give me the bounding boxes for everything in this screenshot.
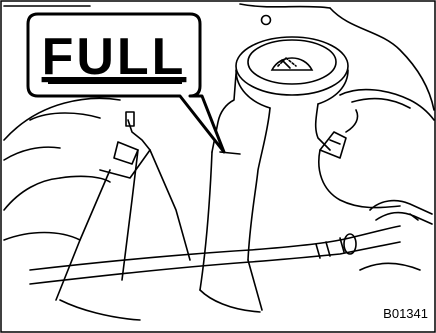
figure-code: B01341 <box>383 306 428 321</box>
full-label: FULL <box>42 28 187 86</box>
